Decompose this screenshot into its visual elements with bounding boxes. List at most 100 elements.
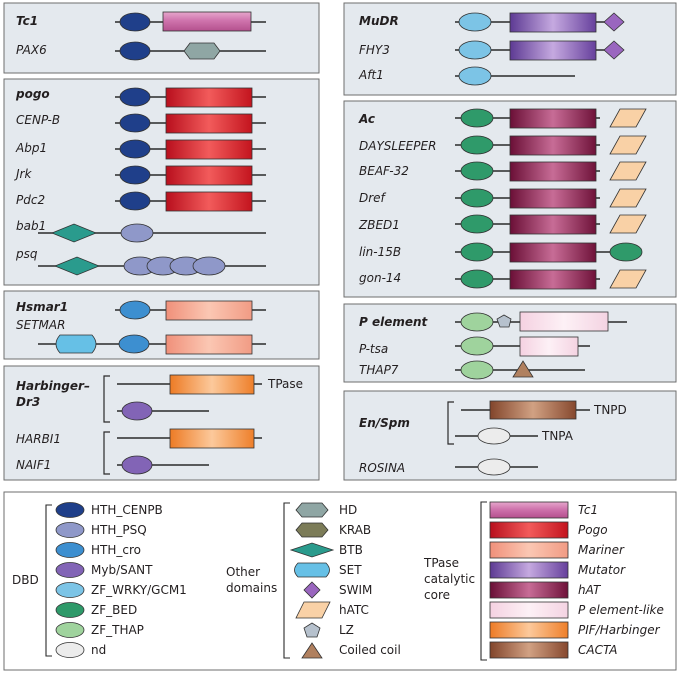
lz-swatch	[303, 622, 321, 638]
legend-myb-sant: Myb/SANT	[91, 563, 153, 577]
legend-p-element-like: P element-like	[578, 603, 664, 617]
pogo-swatch	[489, 521, 569, 539]
hat-tpase-core	[509, 269, 597, 290]
btb-swatch	[289, 542, 335, 558]
protein-tnpd: TNPD	[461, 400, 627, 420]
coiled-coil-domain	[512, 360, 534, 378]
hth-cro-swatch	[55, 542, 85, 558]
cacta-tpase-core	[489, 400, 577, 420]
hatc-swatch	[295, 601, 331, 619]
hat-tpase-core	[509, 214, 597, 235]
hat-tpase-core	[509, 188, 597, 209]
label-aft1: Aft1	[358, 68, 384, 82]
legend-tpase-label-1: TPase	[423, 556, 459, 570]
label-cenp-b: CENP-B	[16, 113, 60, 127]
legend-pif-harbinger: PIF/Harbinger	[578, 623, 661, 637]
p-element-like-tpase-core	[519, 336, 579, 357]
hat-tpase-core	[509, 135, 597, 156]
legend-bracket	[480, 501, 487, 661]
hth-cenpb-domain	[119, 113, 151, 133]
panel-hsmar1: Hsmar1 SETMAR	[3, 290, 320, 360]
legend-tpase-items: Tc1 Pogo Mariner Mutator hAT P element-l…	[489, 501, 664, 659]
pogo-tpase-core	[165, 139, 253, 160]
label-naif1: NAIF1	[16, 458, 51, 472]
panel-mudr: MuDR FHY3 Aft1	[343, 2, 677, 96]
legend-cacta: CACTA	[578, 643, 617, 657]
legend-other-items: HD KRAB BTB SET SWIM hATC LZ Coiled coil	[289, 502, 401, 659]
zf-bed-domain	[460, 269, 494, 289]
legend-bracket	[45, 504, 52, 657]
zf-thap-swatch	[55, 622, 85, 638]
label-daysleeper: DAYSLEEPER	[359, 139, 436, 153]
pif-harbinger-tpase-core	[169, 428, 255, 449]
label-hsmar1: Hsmar1	[16, 300, 68, 314]
label-pax6: PAX6	[16, 43, 47, 57]
label-en-spm: En/Spm	[359, 416, 410, 430]
protein-jrk	[115, 165, 266, 186]
protein-tnpa: TNPA	[455, 427, 574, 445]
panel-harbinger: Harbinger– Dr3 HARBI1 NAIF1 TPase	[3, 365, 320, 481]
label-p-tsa: P-tsa	[359, 342, 388, 356]
label-dref: Dref	[359, 191, 387, 205]
legend-tpase-label-2: catalytic	[424, 572, 475, 586]
hth-psq-domain	[120, 223, 154, 243]
label-pogo: pogo	[15, 87, 50, 101]
label-thap7: THAP7	[359, 363, 399, 377]
legend-zf-thap: ZF_THAP	[91, 623, 144, 637]
protein-harbinger-tpase: TPase	[117, 374, 303, 395]
legend-coiled-coil: Coiled coil	[339, 643, 401, 657]
hatc-domain	[609, 135, 647, 155]
protein-cenp-b	[115, 113, 266, 134]
pogo-tpase-core	[165, 87, 253, 108]
pogo-tpase-core	[165, 113, 253, 134]
hth-cenpb-swatch	[55, 502, 85, 518]
nd-swatch	[55, 642, 85, 658]
panel-pogo: pogo CENP-B Abp1 Jrk Pdc2 bab1 psq	[3, 78, 320, 286]
zf-thap-domain	[460, 336, 494, 356]
hatc-domain	[609, 108, 647, 128]
nd-domain	[477, 427, 511, 445]
label-mudr: MuDR	[359, 14, 399, 28]
panel-p-element: P element P-tsa THAP7	[343, 303, 677, 383]
label-p-element: P element	[359, 315, 429, 329]
mariner-swatch	[489, 541, 569, 559]
label-zbed1: ZBED1	[358, 218, 400, 232]
legend-btb: BTB	[339, 543, 363, 557]
label-gon-14: gon-14	[359, 271, 401, 285]
label-harbinger-line2: Dr3	[16, 395, 40, 409]
zf-bed-domain	[460, 135, 494, 155]
protein-p-element	[455, 311, 627, 332]
zf-bed-domain	[460, 161, 494, 181]
myb-sant-swatch	[55, 562, 85, 578]
label-bab1: bab1	[16, 219, 46, 233]
hth-psq-domain	[192, 256, 226, 276]
protein-ac	[455, 108, 647, 129]
hth-cenpb-domain	[119, 41, 151, 61]
protein-gon-14	[455, 269, 647, 290]
hatc-domain	[609, 214, 647, 234]
protein-dref	[455, 188, 647, 209]
btb-domain	[50, 223, 98, 243]
panel-en-spm: En/Spm ROSINA TNPD TNPA	[343, 390, 677, 481]
tc1-tpase-core	[162, 11, 252, 32]
hat-tpase-core	[509, 242, 597, 263]
legend: DBD HTH_CENPB HTH_PSQ HTH_cro Myb/SANT Z…	[3, 491, 677, 671]
protein-hsmar1	[115, 300, 266, 321]
lz-domain	[496, 314, 512, 328]
protein-thap7	[455, 360, 585, 380]
zf-wrky-gcm1-swatch	[55, 582, 85, 598]
label-beaf-32: BEAF-32	[359, 164, 409, 178]
protein-pdc2	[115, 191, 266, 212]
tnpd-label: TNPD	[593, 403, 627, 417]
legend-hth-cro: HTH_cro	[91, 543, 141, 557]
zf-bed-swatch	[55, 602, 85, 618]
protein-p-tsa	[455, 336, 590, 357]
p-element-like-tpase-core	[519, 311, 609, 332]
btb-domain	[53, 256, 101, 276]
protein-harbi1	[117, 428, 262, 449]
label-lin-15b: lin-15B	[359, 245, 401, 259]
hatc-domain	[609, 188, 647, 208]
protein-psq	[38, 256, 266, 276]
coiled-coil-swatch	[301, 642, 323, 659]
